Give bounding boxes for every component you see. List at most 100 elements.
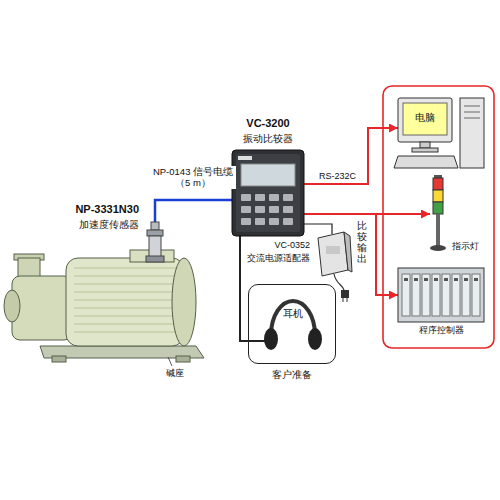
node-title: VC-0352 bbox=[274, 240, 310, 250]
keyboard bbox=[394, 156, 458, 168]
plc-module bbox=[402, 274, 410, 316]
device-body bbox=[232, 150, 304, 236]
drive-slot bbox=[464, 112, 480, 113]
headband bbox=[271, 301, 315, 335]
screen bbox=[403, 103, 447, 135]
motor-rib bbox=[74, 292, 176, 293]
adapter-side bbox=[344, 232, 352, 272]
plc-led bbox=[414, 278, 418, 281]
output-panel bbox=[383, 86, 494, 348]
plc-led bbox=[404, 278, 408, 281]
plc-led bbox=[464, 278, 468, 281]
lamp-green bbox=[433, 202, 443, 214]
connector bbox=[240, 236, 265, 341]
plc-drawing bbox=[398, 268, 484, 322]
drive-slot bbox=[464, 118, 480, 119]
plc-module bbox=[472, 274, 480, 316]
device-button bbox=[241, 218, 251, 225]
edge-label: RS-232C bbox=[318, 171, 357, 182]
lamp-yellow bbox=[433, 190, 443, 202]
pc-tower bbox=[460, 98, 484, 168]
node-subtitle: 加速度传感器 bbox=[79, 219, 139, 231]
adapter-body bbox=[318, 232, 348, 276]
monitor-stand bbox=[420, 142, 430, 148]
device-logo bbox=[238, 156, 252, 160]
plc-rack bbox=[398, 268, 484, 322]
edge-label: NP-0143 信号电缆（5 m） bbox=[150, 166, 236, 189]
device-button bbox=[269, 206, 279, 213]
motor-rib bbox=[74, 308, 176, 309]
device-button bbox=[283, 206, 293, 213]
plc-led bbox=[454, 278, 458, 281]
plc-led bbox=[444, 278, 448, 281]
node-title: NP-3331N30 bbox=[75, 203, 139, 216]
plc-module bbox=[442, 274, 450, 316]
motor-rib bbox=[74, 332, 176, 333]
plc-module bbox=[422, 274, 430, 316]
lamp-base bbox=[430, 245, 446, 251]
indicator-light-drawing bbox=[430, 178, 446, 252]
node-title: VC-3200 bbox=[246, 117, 289, 130]
vibration-comparator: VC-3200振动比较器 bbox=[232, 150, 304, 236]
device-button bbox=[269, 194, 279, 201]
plc-module bbox=[452, 274, 460, 316]
plc-led bbox=[424, 278, 428, 281]
plc: 程序控制器 bbox=[398, 268, 484, 322]
node-title: 耳机 bbox=[283, 308, 303, 320]
node-title: 程序控制器 bbox=[419, 325, 464, 335]
device-button bbox=[241, 194, 251, 201]
connector bbox=[155, 200, 232, 222]
sensor-base bbox=[146, 256, 164, 262]
motor-rib bbox=[74, 284, 176, 285]
monitor-base bbox=[412, 148, 438, 152]
device-button bbox=[283, 194, 293, 201]
computer-drawing bbox=[398, 98, 486, 170]
power-adapter-drawing bbox=[314, 232, 350, 276]
node-title: 指示灯 bbox=[452, 241, 479, 251]
power-cord bbox=[334, 274, 344, 290]
device-button bbox=[255, 206, 265, 213]
device-button bbox=[283, 218, 293, 225]
edge-label: 比较输出 bbox=[356, 220, 368, 264]
device-bezel bbox=[236, 154, 300, 232]
motor-rib bbox=[74, 324, 176, 325]
plc-led bbox=[474, 278, 478, 281]
lamp-red bbox=[433, 178, 443, 190]
plc-module bbox=[462, 274, 470, 316]
node-subtitle: 交流电源适配器 bbox=[247, 253, 310, 263]
connector bbox=[304, 128, 398, 184]
sensor-body bbox=[149, 236, 161, 258]
plc-module bbox=[412, 274, 420, 316]
device-button bbox=[241, 206, 251, 213]
plug-pin bbox=[347, 298, 348, 302]
plc-led bbox=[434, 278, 438, 281]
headphones-drawing bbox=[263, 295, 323, 355]
power-plug bbox=[341, 290, 349, 298]
customer-box: 客户准备耳机 bbox=[248, 284, 336, 364]
indicator-light: 指示灯 bbox=[430, 178, 446, 252]
motor-rib bbox=[74, 300, 176, 301]
leader-line bbox=[168, 357, 172, 366]
node-title: 客户准备 bbox=[272, 369, 312, 381]
ear-cup bbox=[264, 328, 278, 350]
sensor-nut bbox=[147, 230, 163, 236]
headphones: 耳机 bbox=[263, 295, 323, 355]
device-button bbox=[269, 218, 279, 225]
pump-motor bbox=[4, 250, 204, 362]
device-display bbox=[241, 164, 295, 186]
connector bbox=[304, 224, 332, 234]
drive-slot bbox=[464, 106, 480, 107]
motor-rib bbox=[74, 276, 176, 277]
sensor-drawing bbox=[145, 222, 165, 262]
motor-rib bbox=[74, 268, 176, 269]
plc-module bbox=[432, 274, 440, 316]
device-button bbox=[255, 194, 265, 201]
part-label: 碱座 bbox=[166, 367, 184, 380]
computer: 电脑 bbox=[398, 98, 486, 170]
vibration-comparator-drawing bbox=[232, 150, 304, 236]
motor-rib bbox=[74, 316, 176, 317]
node-subtitle: 振动比较器 bbox=[243, 133, 293, 145]
